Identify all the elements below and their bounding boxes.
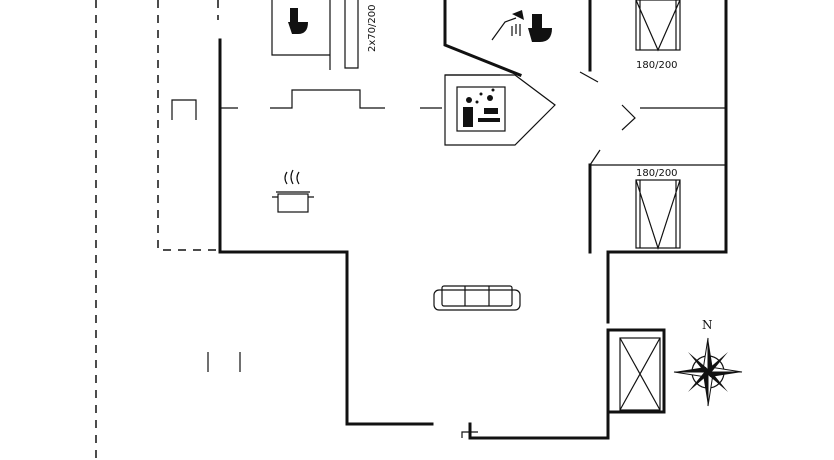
compass-rose-icon: N	[673, 318, 743, 407]
cooking-pot-icon	[272, 169, 314, 213]
window-box	[619, 337, 661, 411]
bed-bottom: 180/200	[635, 168, 681, 250]
bunk-label: 2x70/200	[367, 5, 378, 52]
bed-top: 180/200	[635, 0, 681, 71]
compass-north-label: N	[702, 318, 713, 332]
bed-top-label: 180/200	[636, 60, 678, 71]
terrace-outline	[95, 0, 219, 460]
bed-bottom-label: 180/200	[636, 168, 678, 179]
toilet-icon	[288, 8, 308, 34]
shower-toilet-icon	[491, 10, 552, 42]
sofa-icon	[433, 285, 521, 311]
doors	[171, 71, 636, 438]
walls	[218, 0, 728, 440]
sauna-icon	[456, 86, 506, 132]
